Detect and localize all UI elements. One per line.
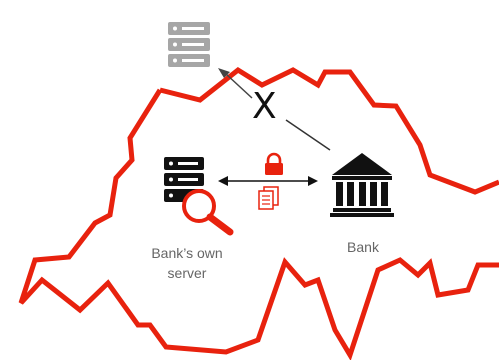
blocked-connection-line <box>285 119 331 151</box>
magnifying-glass-icon <box>182 189 234 236</box>
documents-icon <box>258 186 279 210</box>
bank-label: Bank <box>347 239 379 255</box>
blocked-connection-mark: X <box>252 86 277 127</box>
blocked-arrowhead <box>218 68 230 78</box>
own-server-label: Bank’s own server <box>132 243 242 283</box>
external-server-icon <box>168 22 210 67</box>
bank-building-icon <box>330 153 394 217</box>
own-server-label-line2: server <box>167 265 207 281</box>
arrowhead-left <box>218 176 228 186</box>
arrowhead-right <box>308 176 318 186</box>
padlock-icon <box>265 152 283 175</box>
own-server-label-line1: Bank’s own <box>151 245 223 261</box>
blocked-connection-arrow <box>225 73 253 99</box>
country-border-outline <box>18 66 499 360</box>
